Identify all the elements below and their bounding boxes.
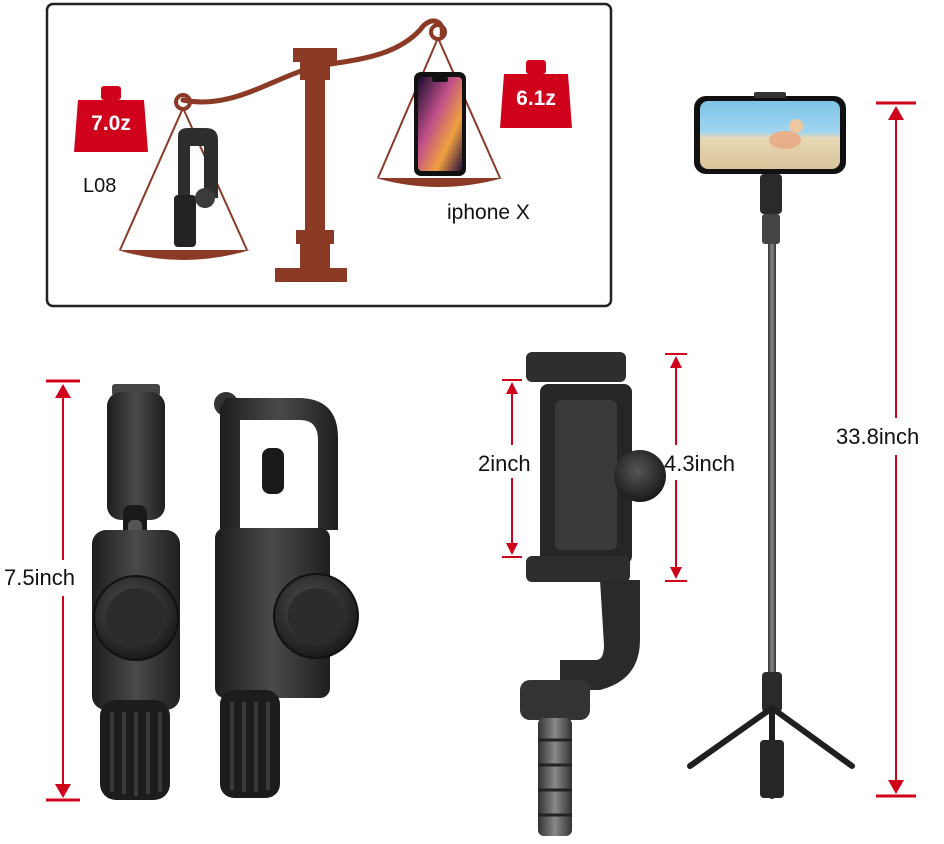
iphone-on-scale bbox=[414, 72, 466, 176]
dimension-arrow-gimbal-height bbox=[46, 379, 80, 802]
weight-badge-left bbox=[74, 86, 148, 152]
left-weight-label: 7.0z bbox=[91, 112, 131, 135]
weight-badge-right bbox=[500, 60, 572, 128]
extended-height-label: 33.8inch bbox=[836, 424, 920, 449]
clamp-max-label: 4.3inch bbox=[664, 451, 735, 476]
right-device-label: iphone X bbox=[447, 201, 530, 224]
dimension-arrow-clamp-min bbox=[502, 379, 522, 558]
right-weight-label: 6.1z bbox=[516, 87, 556, 110]
gimbal-on-scale bbox=[174, 128, 218, 247]
gimbal-side-view bbox=[214, 392, 359, 798]
gimbal-front-view bbox=[92, 384, 180, 800]
gimbal-height-label: 7.5inch bbox=[4, 565, 75, 590]
clamp-min-label: 2inch bbox=[478, 451, 531, 476]
tripod-extended-view bbox=[687, 92, 855, 799]
dimension-arrow-clamp-max bbox=[665, 353, 687, 582]
left-device-label: L08 bbox=[83, 175, 117, 197]
scale-comparison-panel bbox=[45, 2, 613, 308]
gimbal-clamp-view bbox=[520, 352, 666, 836]
dimension-arrow-extended-height bbox=[876, 101, 916, 798]
